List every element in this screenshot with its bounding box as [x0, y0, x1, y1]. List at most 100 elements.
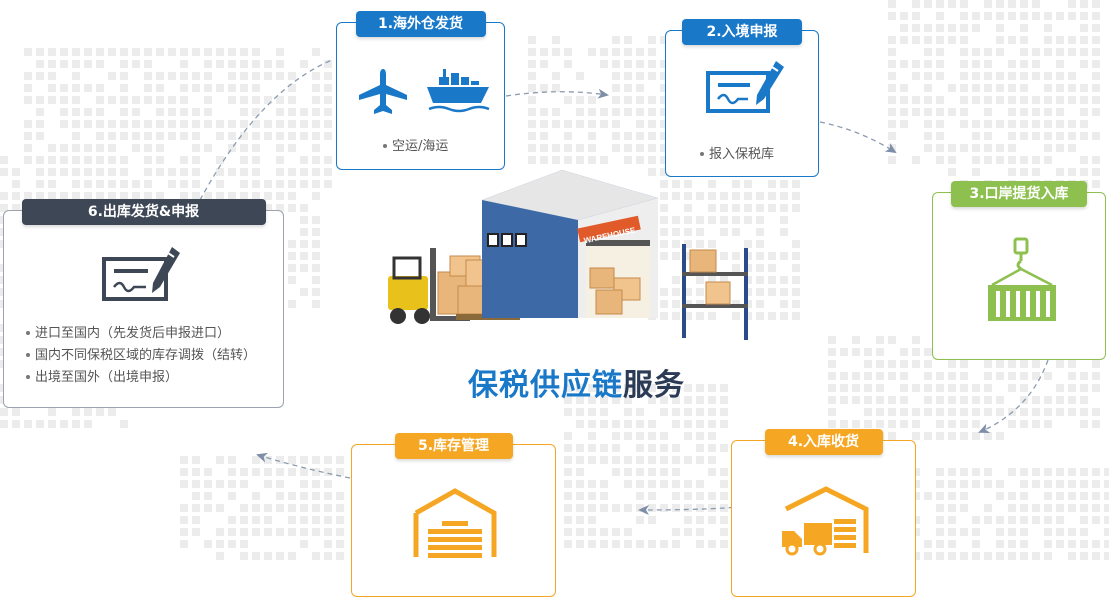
map-dot — [36, 192, 44, 200]
map-dot — [300, 108, 308, 116]
map-dot — [588, 408, 596, 416]
map-dot — [624, 96, 632, 104]
map-dot — [648, 480, 656, 488]
map-dot — [684, 180, 692, 188]
map-dot — [792, 180, 800, 188]
map-dot — [624, 468, 632, 476]
map-dot — [720, 396, 728, 404]
map-dot — [24, 192, 32, 200]
map-dot — [972, 420, 980, 428]
map-dot — [912, 360, 920, 368]
map-dot — [924, 72, 932, 80]
map-dot — [288, 516, 296, 524]
map-dot — [972, 12, 980, 20]
map-dot — [192, 504, 200, 512]
map-dot — [552, 144, 560, 152]
map-dot — [1008, 552, 1016, 560]
map-dot — [1032, 0, 1040, 8]
map-dot — [132, 120, 140, 128]
map-dot — [204, 192, 212, 200]
map-dot — [972, 468, 980, 476]
map-dot — [288, 528, 296, 536]
map-dot — [696, 456, 704, 464]
map-dot — [240, 72, 248, 80]
map-dot — [948, 552, 956, 560]
map-dot — [276, 180, 284, 188]
map-dot — [1068, 0, 1076, 8]
map-dot — [528, 96, 536, 104]
map-dot — [900, 384, 908, 392]
map-dot — [576, 396, 584, 404]
map-dot — [1080, 168, 1088, 176]
map-dot — [60, 96, 68, 104]
map-dot — [1104, 552, 1109, 560]
map-dot — [732, 264, 740, 272]
map-dot — [300, 228, 308, 236]
map-dot — [960, 432, 968, 440]
map-dot — [996, 408, 1004, 416]
map-dot — [264, 132, 272, 140]
map-dot — [960, 420, 968, 428]
map-dot — [708, 432, 716, 440]
map-dot — [684, 288, 692, 296]
map-dot — [1008, 144, 1016, 152]
map-dot — [1080, 480, 1088, 488]
map-dot — [96, 84, 104, 92]
map-dot — [204, 504, 212, 512]
map-dot — [636, 96, 644, 104]
map-dot — [924, 60, 932, 68]
map-dot — [204, 468, 212, 476]
map-dot — [132, 48, 140, 56]
map-dot — [972, 144, 980, 152]
map-dot — [768, 312, 776, 320]
map-dot — [648, 504, 656, 512]
map-dot — [732, 228, 740, 236]
map-dot — [312, 288, 320, 296]
map-dot — [924, 96, 932, 104]
map-dot — [72, 60, 80, 68]
map-dot — [108, 96, 116, 104]
map-dot — [108, 132, 116, 140]
map-dot — [120, 48, 128, 56]
map-dot — [600, 48, 608, 56]
map-dot — [216, 60, 224, 68]
map-dot — [828, 336, 836, 344]
map-dot — [960, 480, 968, 488]
map-dot — [648, 60, 656, 68]
map-dot — [864, 372, 872, 380]
map-dot — [648, 96, 656, 104]
map-dot — [36, 48, 44, 56]
map-dot — [732, 192, 740, 200]
map-dot — [696, 396, 704, 404]
map-dot — [564, 480, 572, 488]
map-dot — [912, 480, 920, 488]
map-dot — [132, 192, 140, 200]
map-dot — [120, 72, 128, 80]
map-dot — [924, 384, 932, 392]
map-dot — [312, 240, 320, 248]
map-dot — [324, 528, 332, 536]
map-dot — [1092, 360, 1100, 368]
map-dot — [192, 156, 200, 164]
map-dot — [612, 540, 620, 548]
map-dot — [612, 72, 620, 80]
map-dot — [900, 408, 908, 416]
map-dot — [1008, 168, 1016, 176]
map-dot — [300, 120, 308, 128]
map-dot — [36, 180, 44, 188]
map-dot — [180, 528, 188, 536]
map-dot — [588, 528, 596, 536]
map-dot — [912, 528, 920, 536]
map-dot — [996, 12, 1004, 20]
map-dot — [228, 96, 236, 104]
map-dot — [192, 468, 200, 476]
map-dot — [1020, 156, 1028, 164]
map-dot — [636, 432, 644, 440]
map-dot — [252, 84, 260, 92]
map-dot — [108, 408, 116, 416]
map-dot — [144, 168, 152, 176]
map-dot — [204, 60, 212, 68]
map-dot — [324, 108, 332, 116]
map-dot — [636, 48, 644, 56]
map-dot — [312, 108, 320, 116]
